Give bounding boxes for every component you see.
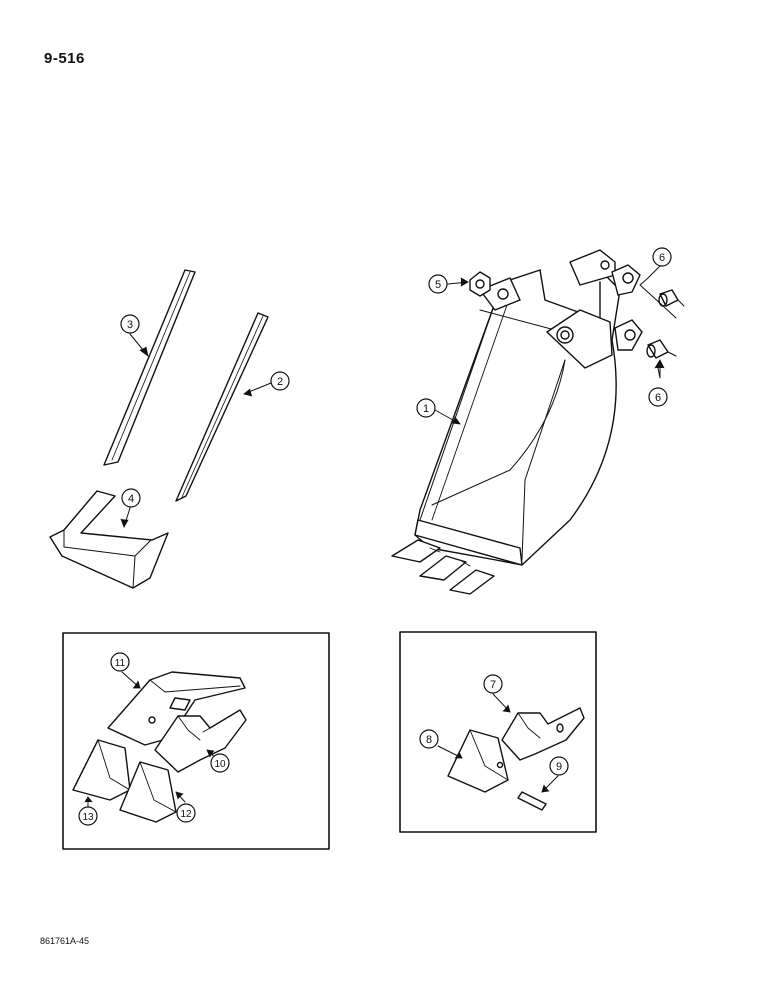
figure-code: 861761A-45	[40, 936, 90, 946]
inset-box-right	[399, 631, 597, 833]
part-4-wear-plate	[49, 490, 169, 589]
callout-2	[270, 371, 290, 391]
callout-2-label: 2	[277, 376, 283, 388]
callout-3	[120, 314, 140, 334]
part-6-bushing-lower	[646, 339, 677, 359]
callout-8	[419, 729, 439, 749]
part-1-bucket	[391, 249, 643, 595]
callout-6-upper-label: 6	[659, 252, 665, 264]
callout-7	[483, 674, 503, 694]
part-11-tooth-adapter	[107, 671, 246, 746]
callout-9-label: 9	[556, 761, 562, 773]
callout-10-label: 10	[214, 759, 226, 770]
part-2-side-cutter	[175, 312, 269, 502]
callout-7-label: 7	[490, 679, 496, 691]
part-5-nut	[469, 271, 491, 297]
callout-4-label: 4	[128, 493, 134, 505]
callout-10	[210, 753, 230, 773]
part-9-pin	[517, 791, 547, 811]
callout-8-label: 8	[426, 734, 432, 746]
callout-12	[176, 803, 196, 823]
callout-5-label: 5	[435, 279, 441, 291]
part-10-tooth-adapter	[154, 709, 247, 773]
callout-12-label: 12	[180, 809, 192, 820]
callout-6-upper	[652, 247, 672, 267]
callout-5	[428, 274, 448, 294]
part-6-bushing-upper	[658, 289, 685, 307]
callout-3-label: 3	[127, 319, 133, 331]
callout-11-label: 11	[115, 658, 126, 669]
callout-11	[110, 652, 130, 672]
callout-4	[121, 488, 141, 508]
callout-1-label: 1	[423, 403, 429, 415]
callout-6-lower-label: 6	[655, 392, 661, 404]
callout-13-label: 13	[82, 812, 94, 823]
part-7-tooth-adapter	[501, 707, 585, 761]
part-12-tooth	[119, 761, 177, 823]
callout-1	[416, 398, 436, 418]
part-3-side-cutter	[103, 269, 196, 466]
callout-9	[549, 756, 569, 776]
part-13-tooth	[72, 739, 131, 801]
callout-6-lower	[648, 387, 668, 407]
page-number: 9-516	[44, 50, 85, 67]
inset-box-left	[62, 632, 330, 850]
part-8-tooth	[447, 729, 509, 793]
callout-13	[78, 806, 98, 826]
